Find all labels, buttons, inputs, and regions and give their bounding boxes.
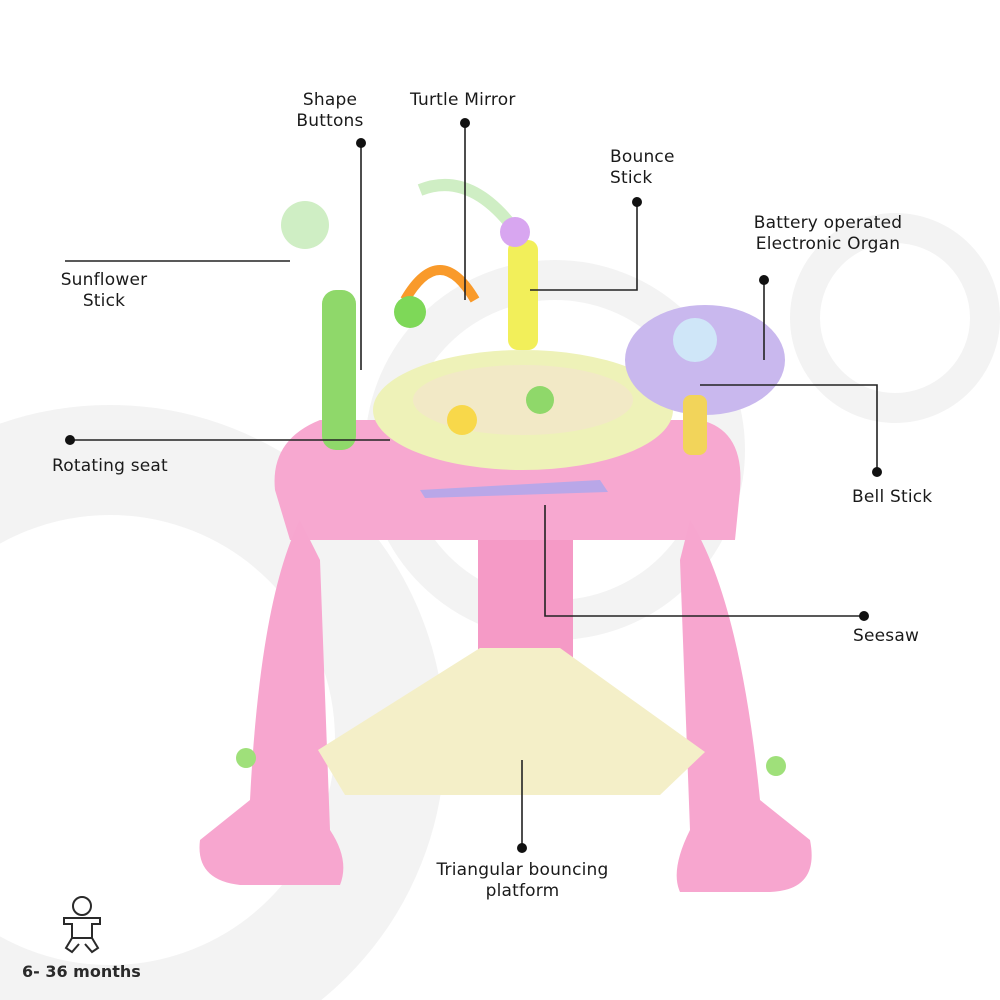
label-seesaw: Seesaw <box>853 626 920 646</box>
age-range: 6- 36 months <box>22 962 141 981</box>
label-bounce-stick: Bounce Stick <box>610 147 675 188</box>
baby-icon <box>63 896 101 954</box>
label-platform: Triangular bouncing platform <box>436 860 609 901</box>
callout-dots <box>65 118 882 853</box>
label-sunflower-stick: Sunflower Stick <box>60 270 148 311</box>
label-bell-stick: Bell Stick <box>852 487 933 507</box>
label-rotating-seat: Rotating seat <box>52 456 168 476</box>
label-turtle-mirror: Turtle Mirror <box>410 90 516 110</box>
label-shape-buttons: Shape Buttons <box>296 90 364 131</box>
bouncer-product <box>199 179 812 892</box>
callout-lines <box>65 123 878 848</box>
label-electronic-organ: Battery operated Electronic Organ <box>753 213 903 254</box>
